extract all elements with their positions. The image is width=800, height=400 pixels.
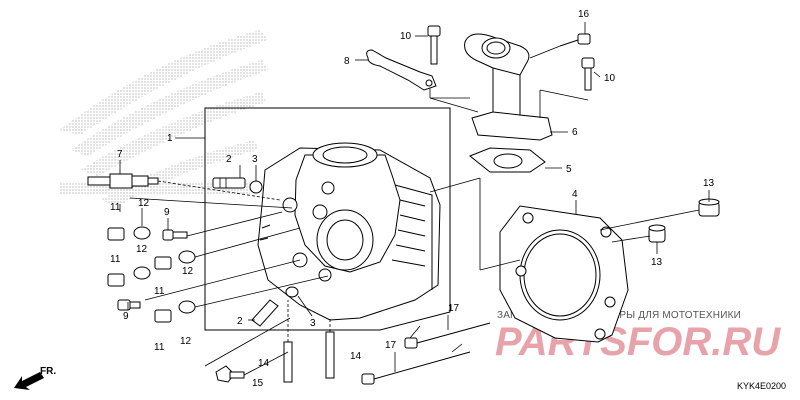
callout-17-b: 17: [385, 340, 397, 351]
callout-1: 1: [167, 133, 173, 144]
flange-bolt-15: [215, 365, 245, 383]
callout-2-lower: 2: [237, 316, 243, 327]
callout-6: 6: [572, 127, 578, 138]
callout-11-a: 11: [110, 202, 121, 213]
stud-bolt-14b: [325, 331, 335, 379]
callout-5: 5: [566, 164, 572, 175]
callout-11-b: 11: [110, 254, 121, 265]
washer-left-1: [133, 226, 151, 240]
callout-12-a: 12: [138, 198, 150, 209]
callout-12-d: 12: [180, 336, 192, 347]
long-bolt-17a: [404, 322, 491, 349]
callout-15: 15: [252, 378, 264, 389]
callout-17-a: 17: [448, 303, 460, 314]
bolt-left-1: [162, 229, 188, 241]
callout-4: 4: [572, 189, 578, 200]
bolt-10-right: [581, 57, 595, 91]
callout-3-lower: 3: [310, 318, 316, 329]
callout-7: 7: [117, 149, 123, 160]
callout-14-a: 14: [258, 358, 270, 369]
intake-pipe: [464, 33, 553, 141]
cylinder-head-gasket: [499, 205, 629, 343]
callout-10-a: 10: [400, 31, 412, 42]
callout-2-upper: 2: [226, 154, 232, 165]
front-direction-arrow: [14, 372, 44, 390]
callout-9-b: 9: [123, 311, 129, 322]
dowel-pin-13b: [648, 224, 666, 243]
nut-left-4: [154, 309, 172, 323]
callout-12-b: 12: [136, 244, 148, 255]
long-bolt-17b: [361, 351, 471, 385]
assembly-boundary: [204, 107, 451, 331]
callout-8: 8: [344, 56, 350, 67]
hose-clamp-bracket: [366, 49, 437, 91]
callout-16: 16: [578, 9, 590, 20]
stud-bolt-lower: [251, 299, 279, 327]
nut-left-3: [154, 256, 172, 270]
callout-14-b: 14: [350, 351, 362, 362]
cylinder-head: [257, 142, 441, 321]
sealing-washer-lower: [285, 286, 299, 298]
diagram-code: KYK4E0200: [737, 381, 786, 391]
bolt-left-2: [117, 299, 141, 311]
bolt-10-upper: [427, 25, 441, 65]
callout-13-a: 13: [703, 178, 715, 189]
callout-13-b: 13: [651, 257, 663, 268]
sealing-washer-upper: [249, 180, 263, 194]
nut-left-1: [107, 227, 125, 241]
stud-bolt-14a: [283, 341, 293, 383]
callout-3-upper: 3: [252, 154, 258, 165]
front-direction-label: FR.: [40, 366, 56, 377]
callout-9-a: 9: [164, 207, 170, 218]
callout-11-d: 11: [154, 342, 165, 353]
callout-11-c: 11: [154, 286, 165, 297]
washer-left-2: [133, 266, 151, 280]
nut-left-2: [107, 273, 125, 287]
callout-10-b: 10: [604, 73, 616, 84]
washer-left-4: [178, 300, 196, 314]
callout-12-c: 12: [182, 266, 194, 277]
bolt-16: [559, 33, 591, 47]
intake-gasket: [469, 147, 546, 173]
washer-left-3: [178, 250, 196, 264]
stud-bolt-upper: [212, 177, 246, 189]
brand-wing-logo: [60, 30, 268, 206]
